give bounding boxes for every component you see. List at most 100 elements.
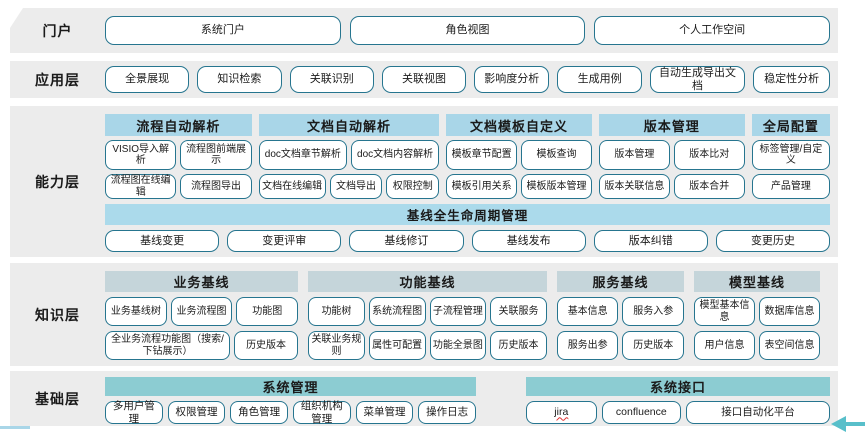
layer-label-portal: 门户 [42, 22, 73, 39]
knowledge-row: 全业务流程功能图（搜索/下钻展示） 历史版本 [105, 331, 299, 360]
foundation-groups: 系统管理 多用户管理 权限管理 角色管理 组织机构管理 菜单管理 操作日志 系统… [105, 371, 838, 426]
knowledge-groups: 业务基线 业务基线树 业务流程图 功能图 全业务流程功能图（搜索/下钻展示） 历… [105, 263, 838, 366]
foundation-box-jira: jira [525, 401, 597, 424]
knowledge-row: 模型基本信息 数据库信息 [693, 297, 820, 326]
foundation-box: 权限管理 [167, 401, 226, 424]
app-box: 关联视图 [381, 66, 467, 93]
knowledge-box: 基本信息 [556, 297, 619, 326]
foundation-box: 接口自动化平台 [685, 401, 831, 424]
capability-row: doc文档章节解析 doc文档内容解析 [258, 140, 440, 170]
layer-application: 应用层 全景展现 知识检索 关联识别 关联视图 影响度分析 生成用例 自动生成导… [10, 61, 838, 98]
capability-box: doc文档内容解析 [350, 140, 440, 170]
knowledge-group-service-baseline: 服务基线 基本信息 服务入参 服务出参 历史版本 [556, 271, 684, 360]
foundation-box: 操作日志 [418, 401, 476, 424]
layer-label-capability: 能力层 [35, 173, 80, 190]
foundation-box: 多用户管理 [105, 400, 163, 425]
left-arrow-icon [831, 416, 865, 433]
knowledge-row: 关联业务规则 属性可配置 功能全景图 历史版本 [308, 331, 547, 360]
capability-row: 流程图在线编辑 流程图导出 [105, 174, 252, 199]
portal-box: 个人工作空间 [594, 16, 831, 45]
knowledge-box: 功能树 [308, 297, 365, 326]
knowledge-box: 历史版本 [490, 331, 547, 360]
capability-box: 文档导出 [329, 174, 383, 199]
capability-box: 产品管理 [751, 174, 831, 199]
app-box: 影响度分析 [474, 66, 550, 93]
page-corner-decoration [10, 8, 23, 28]
capability-group-doc-parse: 文档自动解析 doc文档章节解析 doc文档内容解析 文档在线编辑 文档导出 权… [258, 114, 440, 199]
knowledge-box: 表空间信息 [758, 331, 820, 360]
capability-group-template: 文档模板自定义 模板章节配置 模板查询 模板引用关系 模板版本管理 [446, 114, 592, 199]
capability-groups: 流程自动解析 VISIO导入解析 流程图前端展示 流程图在线编辑 流程图导出 文… [105, 114, 831, 199]
app-box: 全景展现 [105, 66, 190, 93]
knowledge-row: 基本信息 服务入参 [556, 297, 684, 326]
knowledge-group-function-baseline: 功能基线 功能树 系统流程图 子流程管理 关联服务 关联业务规则 属性可配置 功… [308, 271, 547, 360]
capability-group-process-parse: 流程自动解析 VISIO导入解析 流程图前端展示 流程图在线编辑 流程图导出 [105, 114, 252, 199]
foundation-box: 组织机构管理 [292, 400, 351, 425]
knowledge-group-header: 业务基线 [105, 271, 299, 292]
capability-box: 版本关联信息 [598, 174, 670, 199]
capability-box: 流程图前端展示 [180, 140, 252, 170]
capability-box: 权限控制 [386, 174, 440, 199]
foundation-group-system-interface: 系统接口 jira confluence 接口自动化平台 [525, 377, 831, 424]
foundation-group-header: 系统接口 [525, 377, 830, 396]
app-box: 关联识别 [289, 66, 374, 93]
foundation-box: confluence [601, 401, 681, 424]
capability-group-header: 全局配置 [751, 114, 831, 136]
capability-box: 文档在线编辑 [258, 174, 326, 199]
knowledge-box: 关联业务规则 [308, 331, 365, 360]
knowledge-box: 数据库信息 [758, 297, 820, 326]
foundation-box: 角色管理 [230, 401, 288, 424]
capability-row: 模板章节配置 模板查询 [446, 140, 592, 170]
knowledge-box: 全业务流程功能图（搜索/下钻展示） [105, 331, 231, 360]
capability-box: 版本比对 [673, 140, 745, 170]
capability-box: doc文档章节解析 [258, 140, 347, 170]
capability-box: 模板查询 [521, 140, 592, 170]
capability-row: 版本关联信息 版本合并 [598, 174, 745, 199]
foundation-box: 菜单管理 [355, 401, 414, 424]
baseline-box: 基线发布 [471, 230, 586, 252]
baseline-boxes: 基线变更 变更评审 基线修订 基线发布 版本纠错 变更历史 [105, 230, 831, 252]
layer-label-knowledge: 知识层 [35, 306, 80, 323]
capability-box: 模板引用关系 [446, 174, 518, 199]
capability-group-header: 版本管理 [598, 114, 745, 136]
baseline-box: 基线修订 [349, 230, 464, 252]
layer-capability: 能力层 流程自动解析 VISIO导入解析 流程图前端展示 流程图在线编辑 流程图… [10, 106, 838, 257]
knowledge-box: 服务出参 [556, 331, 619, 360]
app-box: 知识检索 [197, 66, 282, 93]
knowledge-row: 服务出参 历史版本 [556, 331, 684, 360]
knowledge-box: 业务基线树 [105, 297, 167, 326]
capability-row: 产品管理 [751, 174, 831, 199]
knowledge-box: 关联服务 [490, 297, 547, 326]
knowledge-box: 系统流程图 [368, 297, 426, 326]
left-arrow-tail [845, 422, 865, 426]
knowledge-group-header: 服务基线 [556, 271, 684, 292]
foundation-row: 多用户管理 权限管理 角色管理 组织机构管理 菜单管理 操作日志 [105, 400, 476, 425]
layer-knowledge: 知识层 业务基线 业务基线树 业务流程图 功能图 全业务流程功能图（搜索/下钻展… [10, 263, 838, 366]
knowledge-box: 历史版本 [234, 331, 299, 360]
app-box: 稳定性分析 [753, 66, 831, 93]
portal-box: 系统门户 [105, 16, 341, 45]
capability-box: VISIO导入解析 [105, 140, 177, 170]
capability-row: 模板引用关系 模板版本管理 [446, 174, 592, 199]
knowledge-box: 历史版本 [622, 331, 684, 360]
knowledge-box: 用户信息 [693, 331, 755, 360]
knowledge-group-header: 功能基线 [308, 271, 547, 292]
capability-group-version: 版本管理 版本管理 版本比对 版本关联信息 版本合并 [598, 114, 745, 199]
capability-group-header: 文档模板自定义 [446, 114, 592, 136]
knowledge-group-header: 模型基线 [693, 271, 820, 292]
knowledge-row: 功能树 系统流程图 子流程管理 关联服务 [308, 297, 547, 326]
capability-row: VISIO导入解析 流程图前端展示 [105, 140, 252, 170]
knowledge-box: 模型基本信息 [693, 297, 755, 326]
capability-box: 流程图导出 [180, 174, 252, 199]
layer-foundation: 基础层 系统管理 多用户管理 权限管理 角色管理 组织机构管理 菜单管理 操作日… [10, 371, 838, 426]
knowledge-group-model-baseline: 模型基线 模型基本信息 数据库信息 用户信息 表空间信息 [693, 271, 820, 360]
jira-label: jira [554, 406, 569, 419]
foundation-group-header: 系统管理 [105, 377, 476, 396]
capability-box: 标签管理/自定义 [751, 140, 831, 170]
capability-box: 版本合并 [673, 174, 745, 199]
knowledge-group-business-baseline: 业务基线 业务基线树 业务流程图 功能图 全业务流程功能图（搜索/下钻展示） 历… [105, 271, 299, 360]
layer-label-application: 应用层 [35, 71, 80, 88]
knowledge-box: 属性可配置 [368, 331, 426, 360]
left-arrow-head [831, 416, 846, 432]
